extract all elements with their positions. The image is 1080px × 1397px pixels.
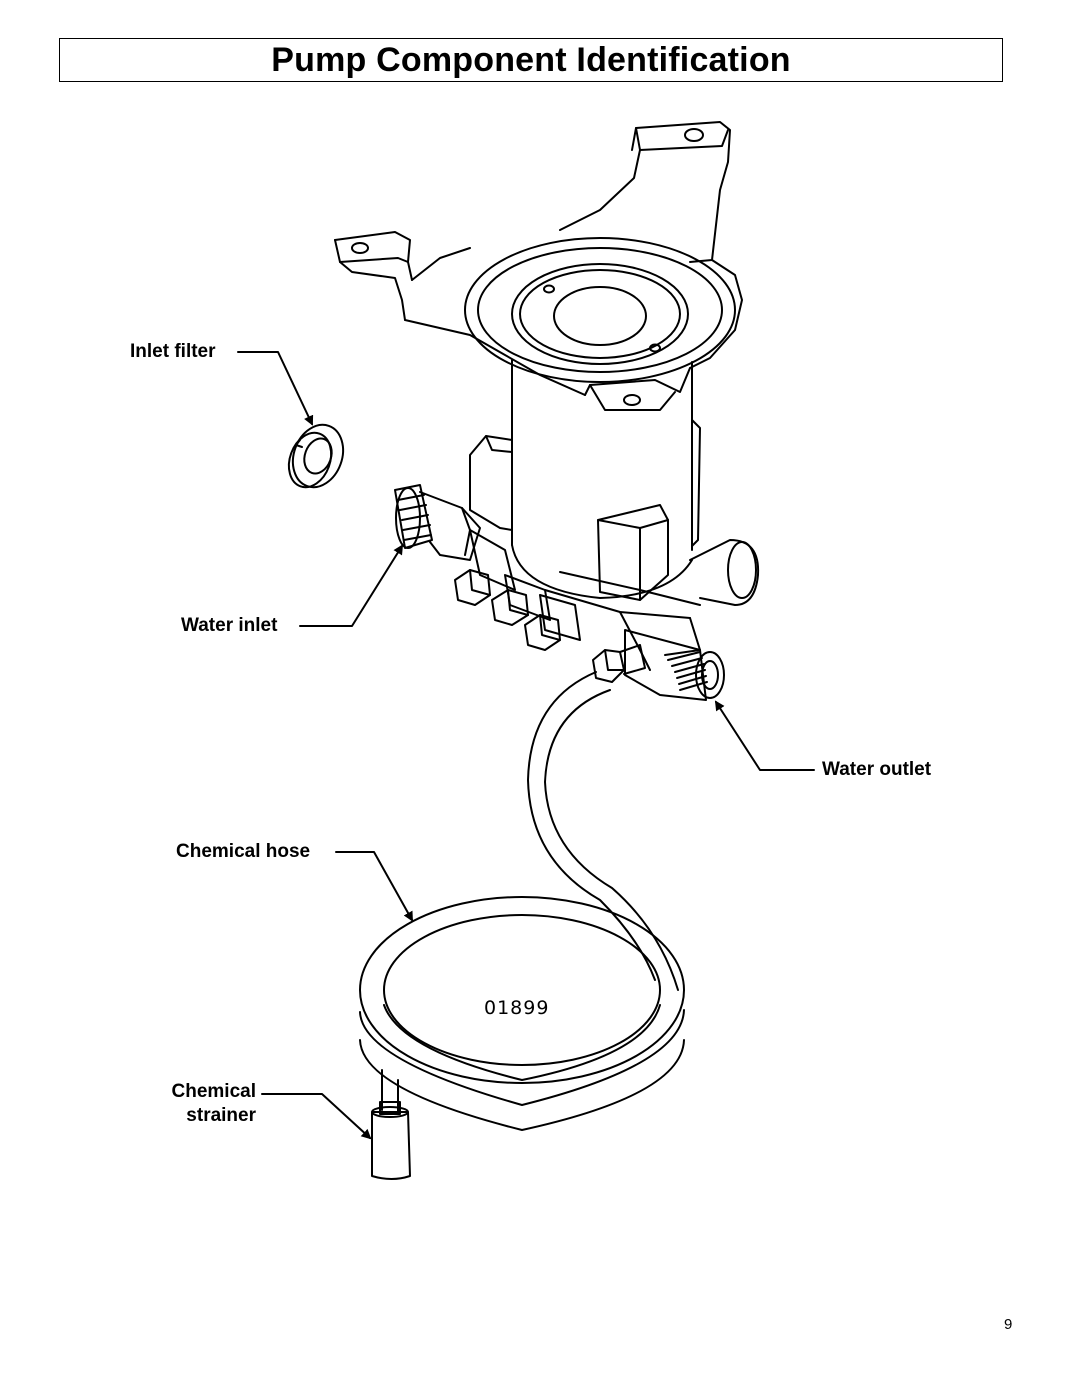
bolt-3 <box>524 594 581 651</box>
chemical-hose-label: Chemical hose <box>176 841 311 862</box>
figure-id: 01899 <box>484 997 549 1019</box>
mounting-flange <box>334 121 743 411</box>
chemical-strainer-label: Chemical strainer <box>150 1080 256 1128</box>
water-outlet-label: Water outlet <box>822 759 932 780</box>
page-title-box: Pump Component Identification <box>59 38 1003 82</box>
water-outlet-leader <box>714 700 815 771</box>
water-inlet-connector <box>394 484 481 561</box>
page-number: 9 <box>1004 1316 1013 1333</box>
chemical-strainer <box>371 1101 411 1180</box>
pump-body <box>469 359 701 601</box>
inlet-filter-ring <box>287 423 345 489</box>
chemical-strainer-leader <box>261 1093 372 1140</box>
water-inlet-label: Water inlet <box>181 615 278 636</box>
page-title: Pump Component Identification <box>271 40 791 79</box>
chemical-hose-leader <box>335 851 413 922</box>
pump-manifold <box>544 539 760 701</box>
chemical-strainer-label-line1: Chemical <box>171 1081 256 1102</box>
pump-top-bowl <box>464 237 736 383</box>
chemical-strainer-label-line2: strainer <box>186 1105 256 1126</box>
inlet-filter-leader <box>237 351 314 426</box>
inlet-filter-label: Inlet filter <box>130 341 216 362</box>
water-inlet-leader <box>299 544 404 627</box>
bolt-2 <box>491 574 551 626</box>
chemical-hose <box>359 671 685 1131</box>
bolt-1 <box>454 529 516 606</box>
valve-bolts <box>454 529 646 683</box>
hose-fitting-nut <box>592 644 646 683</box>
